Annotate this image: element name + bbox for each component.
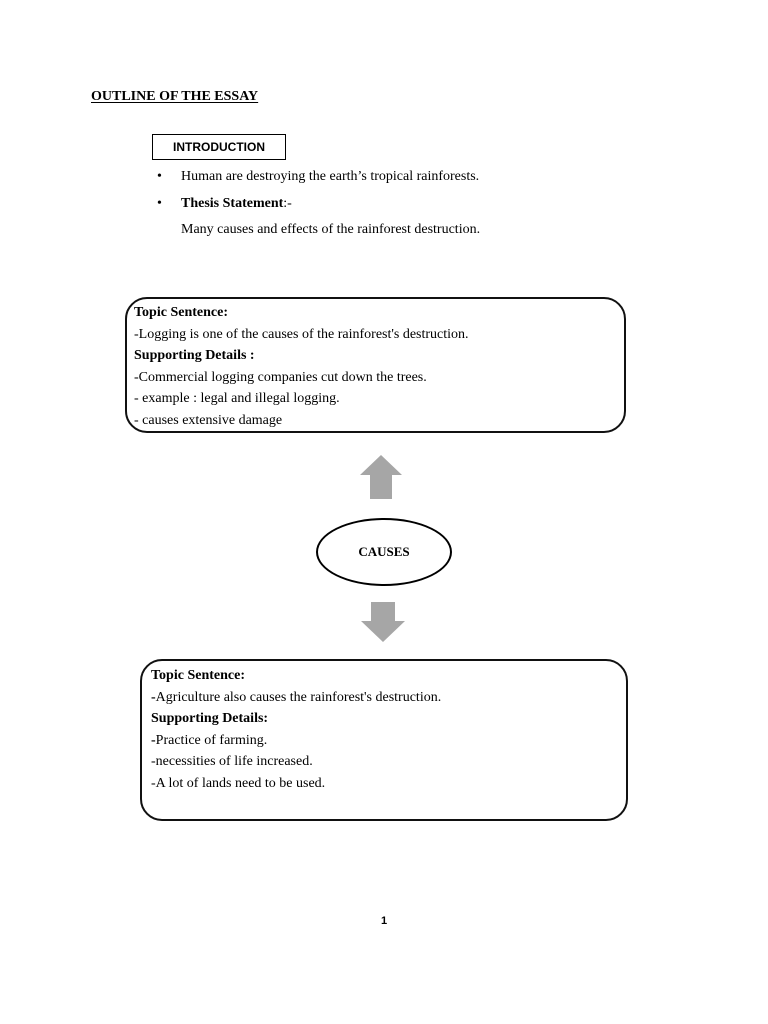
topic-sentence-text: -Logging is one of the causes of the rai…: [134, 326, 469, 342]
topic-sentence-dash: -: [151, 689, 156, 705]
topic-sentence-label: Topic Sentence:: [151, 668, 245, 683]
list-item: • Thesis Statement:-: [153, 194, 479, 214]
supporting-detail: - causes extensive damage: [134, 412, 283, 428]
topic-sentence-text: Agriculture also causes the rainforest's…: [155, 689, 442, 705]
supporting-detail: -Practice of farming.: [151, 730, 626, 752]
supporting-detail: -A lot of lands need to be used.: [151, 775, 326, 791]
logging-box: Topic Sentence: -Logging is one of the c…: [125, 297, 626, 433]
topic-sentence-line: -Agriculture also causes the rainforest'…: [151, 687, 626, 709]
bullet-icon: •: [157, 196, 162, 211]
thesis-suffix: :-: [283, 196, 292, 211]
thesis-label: Thesis Statement: [181, 196, 284, 211]
topic-sentence-label: Topic Sentence:: [134, 305, 228, 320]
supporting-detail: -necessities of life increased.: [151, 754, 313, 770]
bullet-text: Human are destroying the earth’s tropica…: [181, 169, 480, 184]
arrow-up-icon: [360, 455, 402, 499]
page-number: 1: [380, 915, 388, 927]
introduction-bullets: • Human are destroying the earth’s tropi…: [153, 167, 479, 221]
thesis-text: Many causes and effects of the rainfores…: [181, 222, 481, 237]
list-item: • Human are destroying the earth’s tropi…: [153, 167, 479, 187]
supporting-detail-dash: -: [151, 732, 156, 748]
introduction-box: INTRODUCTION: [152, 134, 286, 160]
bullet-icon: •: [157, 169, 162, 184]
arrow-up-shape: [360, 455, 402, 499]
document-title: OUTLINE OF THE ESSAY: [91, 89, 259, 104]
supporting-detail-text: Practice of farming.: [155, 732, 268, 748]
agriculture-box: Topic Sentence: -Agriculture also causes…: [140, 659, 628, 821]
arrow-down-icon: [361, 602, 405, 642]
arrow-down-shape: [361, 602, 405, 642]
supporting-details-label: Supporting Details:: [151, 711, 269, 727]
causes-oval: CAUSES: [316, 518, 452, 586]
supporting-details-label: Supporting Details :: [134, 348, 255, 364]
supporting-detail: -Commercial logging companies cut down t…: [134, 369, 427, 385]
supporting-detail: - example : legal and illegal logging.: [134, 391, 340, 407]
